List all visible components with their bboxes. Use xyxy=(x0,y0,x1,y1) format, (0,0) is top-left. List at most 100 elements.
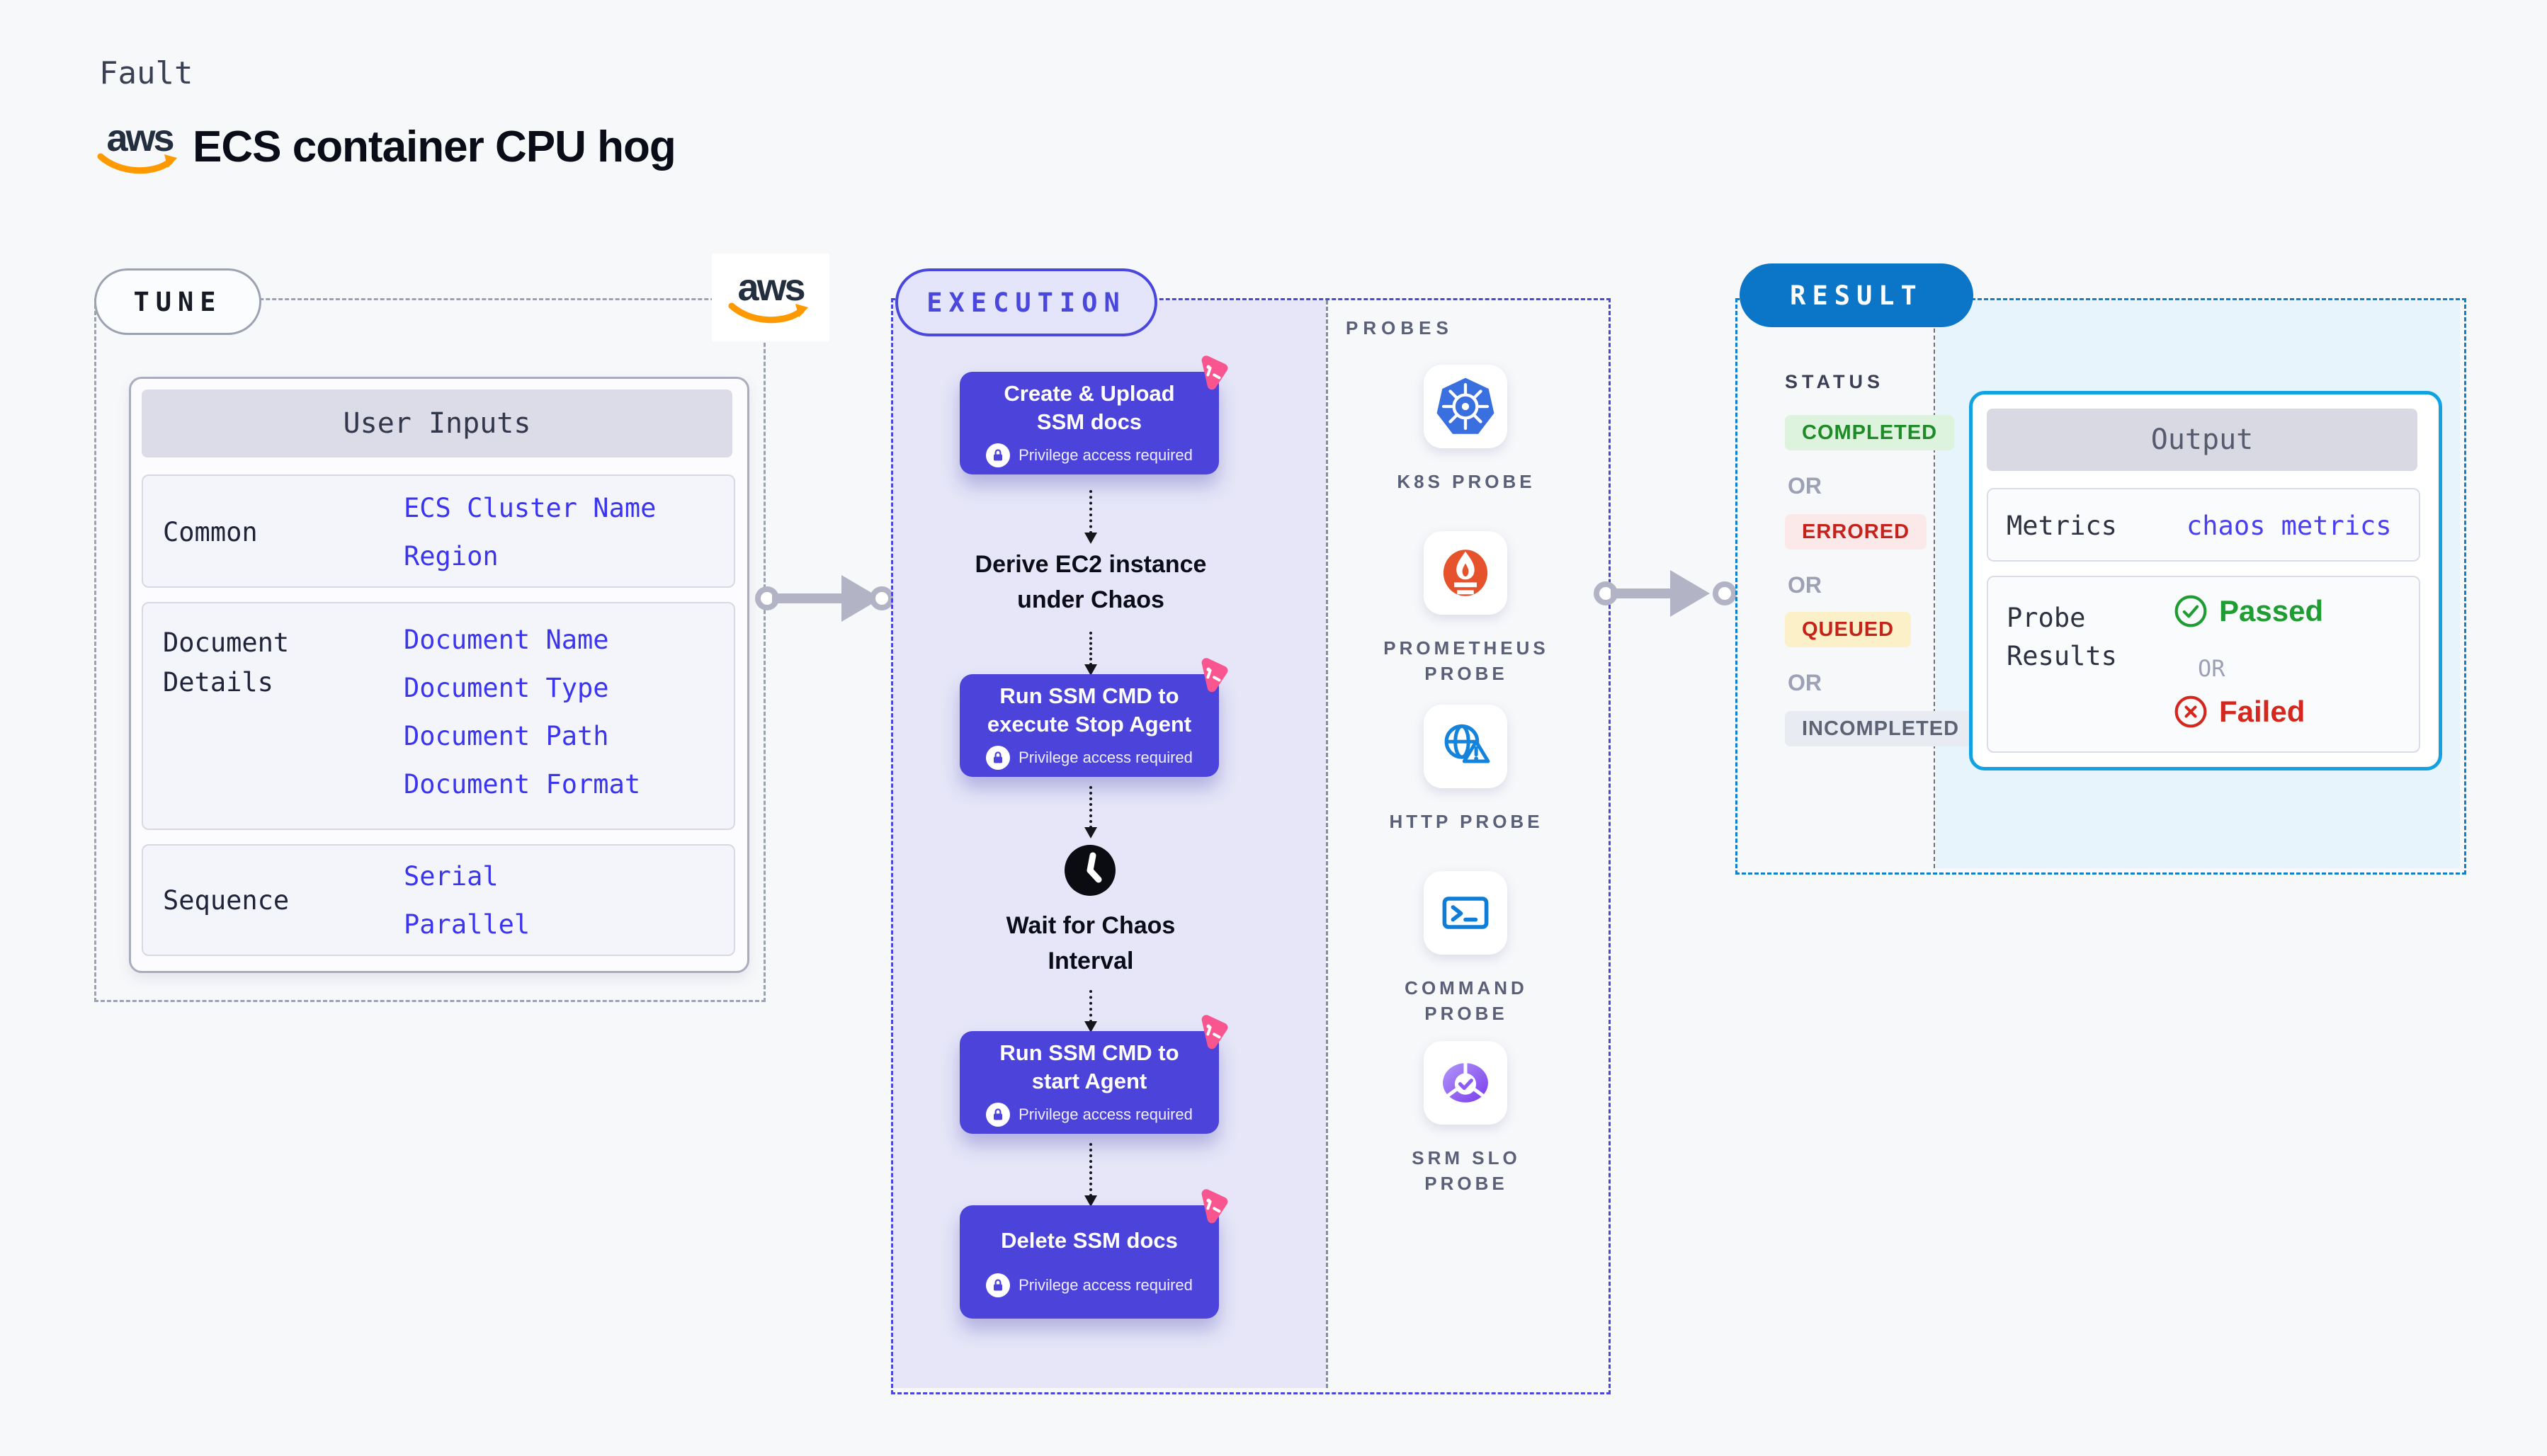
privilege-badge: Privilege access required xyxy=(986,1102,1193,1127)
aws-logo-text: aws xyxy=(737,266,805,309)
probe-results-label: Results xyxy=(2007,641,2117,671)
user-inputs-row-document-details: Document Details Document Name Document … xyxy=(142,602,735,830)
privilege-label: Privilege access required xyxy=(1019,1276,1193,1294)
tune-badge: TUNE xyxy=(94,268,261,335)
probe-label-line: PROMETHEUS xyxy=(1383,637,1549,659)
step-run-ssm-cmd-stop-agent: Run SSM CMD to execute Stop Agent Privil… xyxy=(960,658,1228,777)
privilege-badge: Privilege access required xyxy=(986,1273,1193,1297)
arrow-line xyxy=(1611,588,1674,598)
user-inputs-row-common: Common ECS Cluster Name Region xyxy=(142,474,735,588)
result-status-divider xyxy=(1934,300,1935,868)
step-title-line: execute Stop Agent xyxy=(987,711,1192,736)
flow-arrow xyxy=(1084,490,1097,544)
probe-card-command xyxy=(1424,871,1507,955)
x-circle-icon xyxy=(2174,695,2207,728)
passed-result: Passed xyxy=(2174,594,2323,628)
step-text-line: Wait for Chaos xyxy=(1006,912,1176,939)
privilege-badge: Privilege access required xyxy=(986,443,1193,467)
probe-label-prometheus: PROMETHEUS PROBE xyxy=(1346,635,1587,686)
status-badge-queued: QUEUED xyxy=(1785,612,1912,647)
aws-logo: aws xyxy=(96,119,183,177)
probe-card-srm-slo xyxy=(1424,1041,1507,1125)
probe-card-prometheus xyxy=(1424,531,1507,615)
row-value: ECS Cluster Name xyxy=(404,493,657,523)
metrics-label: Metrics xyxy=(2007,511,2117,541)
row-label: Sequence xyxy=(163,885,290,916)
row-value: Parallel xyxy=(404,909,531,940)
probe-card-http xyxy=(1424,705,1507,788)
flow-arrow xyxy=(1084,786,1097,838)
status-badge-completed: COMPLETED xyxy=(1785,415,1955,450)
privilege-label: Privilege access required xyxy=(1019,1105,1193,1123)
result-region-border xyxy=(1735,298,2466,875)
probe-label-line: PROBE xyxy=(1424,1173,1508,1194)
connector-node xyxy=(870,586,894,610)
status-badge-incompleted: INCOMPLETED xyxy=(1785,711,1977,746)
or-label: OR xyxy=(1788,473,1822,499)
tune-aws-logo-patch: aws xyxy=(712,254,829,341)
row-label: Common xyxy=(163,517,258,547)
arrow-line xyxy=(772,593,846,603)
row-value: Region xyxy=(404,541,499,571)
step-run-ssm-cmd-start-agent: Run SSM CMD to start Agent Privilege acc… xyxy=(960,1015,1228,1134)
row-value: Document Format xyxy=(404,769,641,800)
probe-results-label: Probe xyxy=(2007,603,2086,633)
output-probe-results-row: Probe Results Passed OR Failed xyxy=(1987,576,2420,753)
step-delete-ssm-docs: Delete SSM docs Privilege access require… xyxy=(960,1189,1228,1319)
execution-probes-divider xyxy=(1326,300,1328,1388)
command-terminal-icon xyxy=(1442,897,1489,929)
step-derive-ec2-instance: Derive EC2 instance under Chaos xyxy=(938,547,1243,618)
privilege-label: Privilege access required xyxy=(1019,445,1193,464)
step-text-line: Derive EC2 instance xyxy=(975,551,1207,578)
probe-label-line: SRM SLO xyxy=(1412,1147,1521,1168)
probe-card-k8s xyxy=(1424,365,1507,448)
status-heading: STATUS xyxy=(1785,371,1884,392)
row-label: Details xyxy=(163,667,273,698)
step-title-line: Create & Upload xyxy=(1004,380,1175,406)
kubernetes-icon xyxy=(1436,377,1494,434)
output-header: Output xyxy=(1987,409,2417,471)
row-value: Document Name xyxy=(404,625,609,655)
lock-icon xyxy=(986,1102,1011,1127)
aws-smile-icon xyxy=(728,302,808,324)
step-title-line: start Agent xyxy=(1031,1068,1147,1093)
step-wait-for-chaos-interval: Wait for Chaos Interval xyxy=(938,908,1243,979)
step-title-line: Run SSM CMD to xyxy=(999,1040,1179,1065)
chaos-corner-icon xyxy=(1201,1189,1228,1224)
probe-label-line: PROBE xyxy=(1424,663,1508,684)
step-title-line: Run SSM CMD to xyxy=(999,683,1179,708)
row-label: Document xyxy=(163,627,290,658)
tune-region-border xyxy=(94,298,766,1002)
probe-label-command: COMMAND PROBE xyxy=(1346,975,1587,1026)
flow-arrow xyxy=(1084,1143,1097,1207)
privilege-badge: Privilege access required xyxy=(986,745,1193,770)
result-badge: RESULT xyxy=(1740,263,1973,327)
or-label: OR xyxy=(2198,655,2225,682)
or-label: OR xyxy=(1788,670,1822,695)
row-value: Document Path xyxy=(404,721,609,751)
probes-heading: PROBES xyxy=(1346,317,1453,339)
page-title: ECS container CPU hog xyxy=(193,123,676,171)
user-inputs-header: User Inputs xyxy=(142,389,732,457)
http-globe-warning-icon xyxy=(1444,724,1490,763)
step-title-line: SSM docs xyxy=(1036,409,1142,434)
metrics-value: chaos metrics xyxy=(2186,511,2392,541)
prometheus-icon xyxy=(1443,550,1488,596)
passed-label: Passed xyxy=(2219,594,2324,627)
check-circle-icon xyxy=(2174,595,2207,627)
privilege-label: Privilege access required xyxy=(1019,748,1193,766)
probe-label-k8s: K8S PROBE xyxy=(1346,469,1587,494)
row-value: Serial xyxy=(404,861,499,892)
execution-region-border xyxy=(891,298,1611,1394)
failed-result: Failed xyxy=(2174,695,2305,729)
arrow-head xyxy=(1670,570,1710,617)
or-label: OR xyxy=(1788,572,1822,598)
step-title-line: Delete SSM docs xyxy=(1001,1228,1178,1253)
step-text-line: Interval xyxy=(1048,948,1134,974)
srm-slo-pie-check-icon xyxy=(1443,1062,1488,1103)
execution-badge: EXECUTION xyxy=(895,268,1157,336)
probe-label-line: HTTP PROBE xyxy=(1389,811,1543,832)
lock-icon xyxy=(986,443,1011,467)
step-create-upload-ssm-docs: Create & Upload SSM docs Privilege acces… xyxy=(960,356,1228,474)
